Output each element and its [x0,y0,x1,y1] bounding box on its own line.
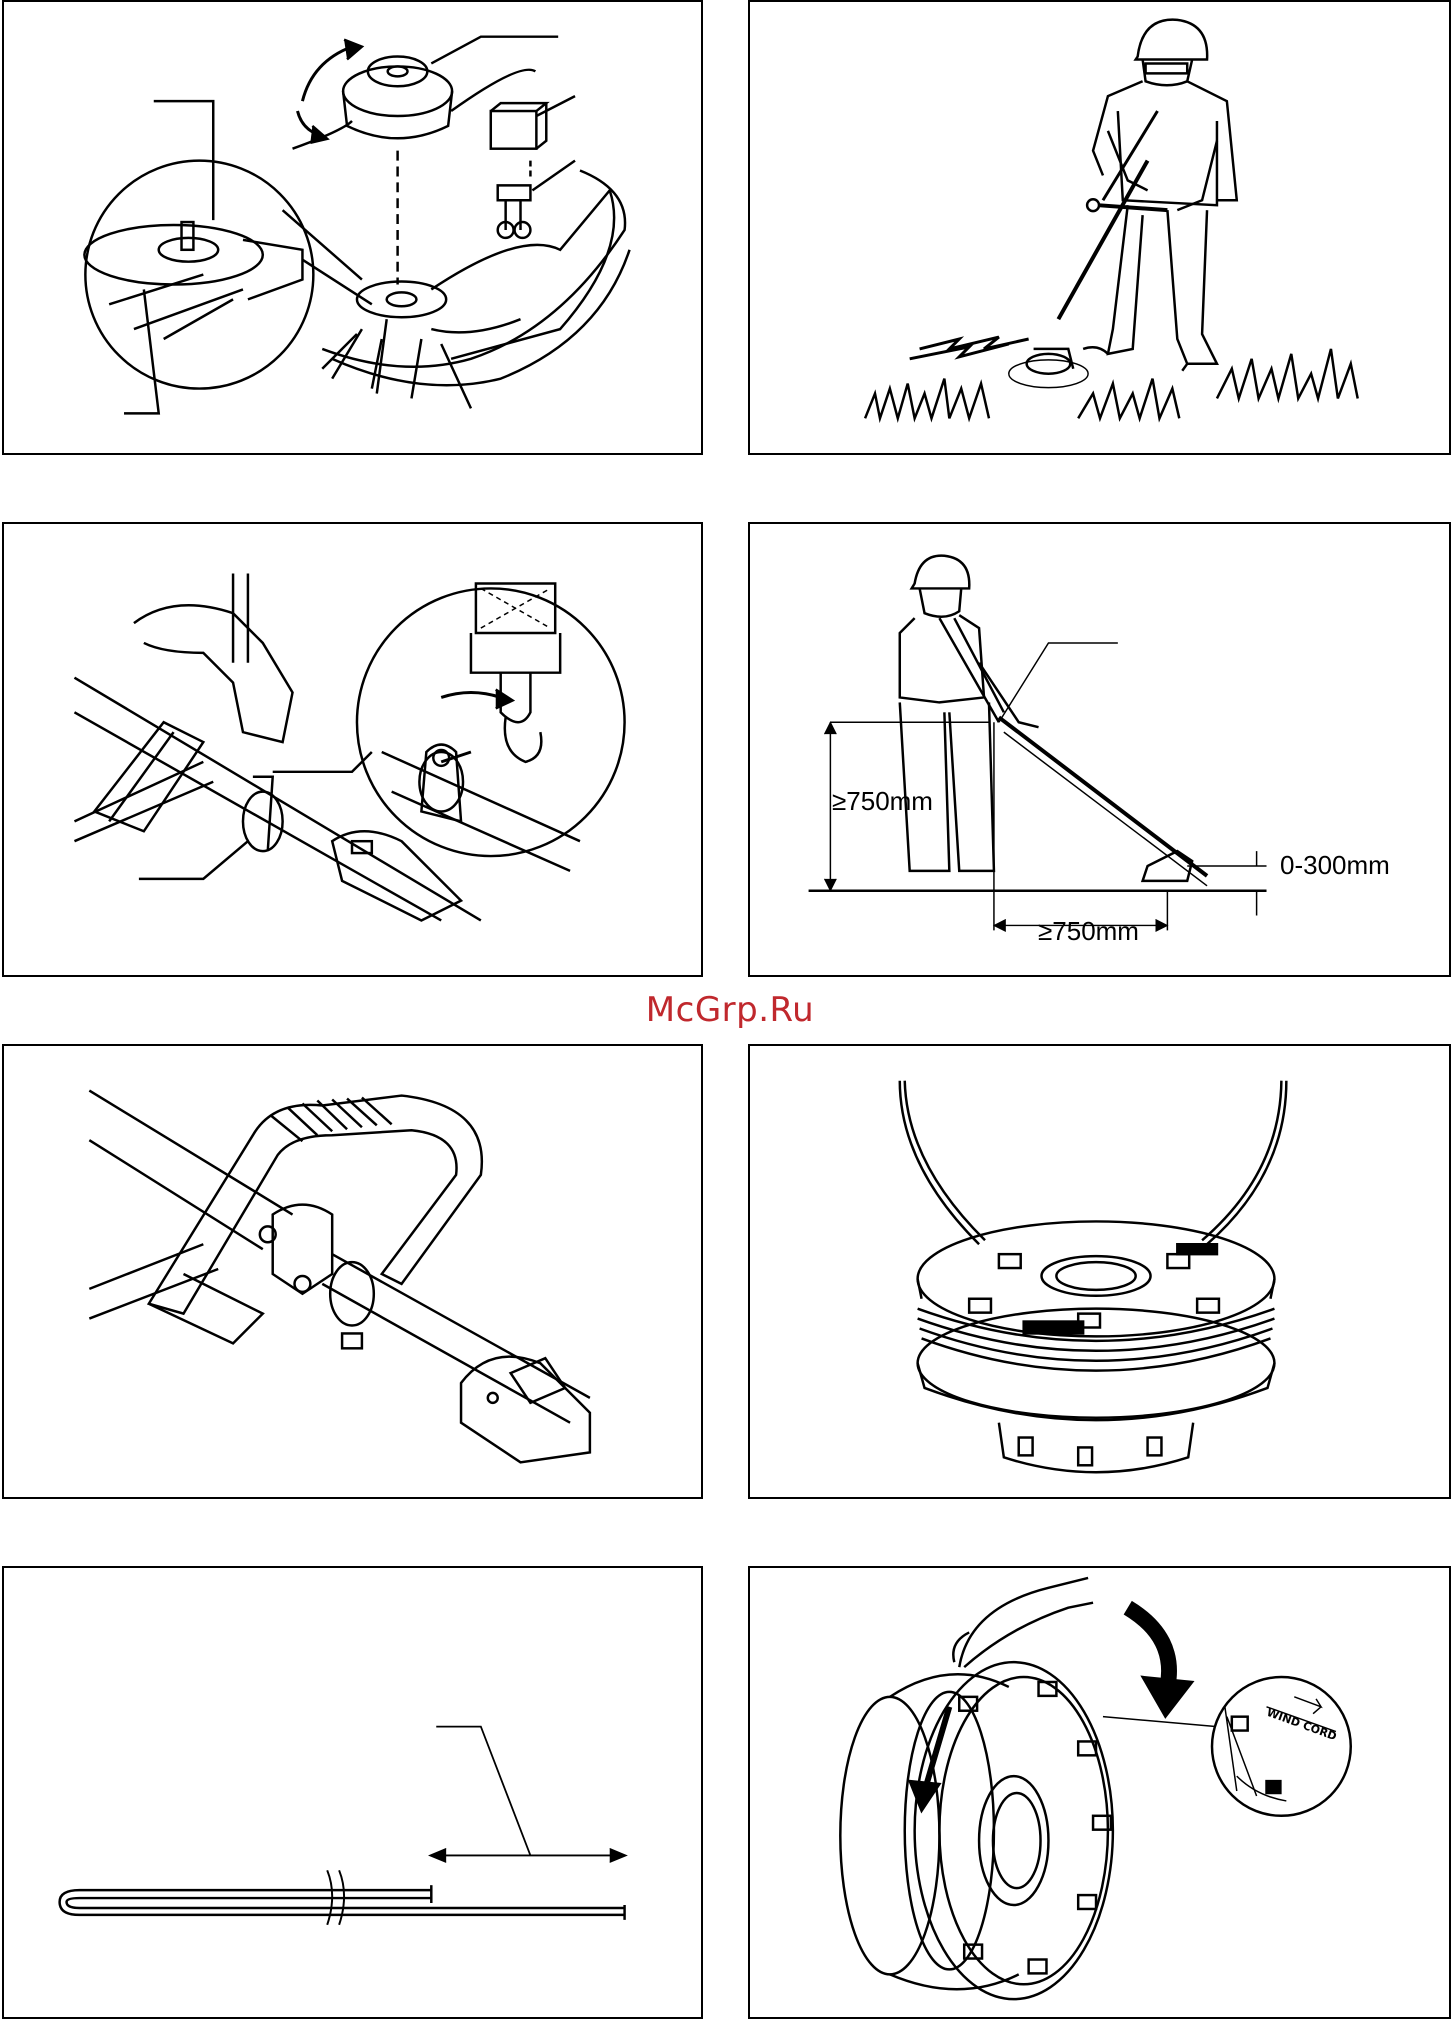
figure-cutter-head-assembly [2,0,703,455]
handle-clamp-illustration [88,1089,592,1464]
figure-operator-trimming [748,0,1451,455]
figure-working-dimensions: ≥750mm ≥750mm 0-300mm [748,522,1451,977]
figure-winding-direction: WIND CORD [748,1566,1451,2019]
figure-spool-cord [748,1044,1451,1499]
figure-handle-clamp [2,1044,703,1499]
winding-direction-illustration [839,1576,1353,2001]
height-dimension-label: ≥750mm [832,786,933,816]
working-dimensions-illustration [808,554,1267,932]
clearance-dimension-label: 0-300mm [1280,850,1390,880]
distance-dimension-label: ≥750mm [1038,916,1139,946]
operator-trimming-illustration [863,18,1359,424]
watermark: McGrp.Ru [645,990,815,1030]
spool-cord-illustration [898,1080,1288,1474]
figure-cord-fold [2,1566,703,2019]
harness-hook-illustration [73,573,626,922]
figure-harness-hook [2,522,703,977]
cord-fold-illustration [58,1725,628,1926]
cutter-head-assembly-illustration [83,35,631,415]
